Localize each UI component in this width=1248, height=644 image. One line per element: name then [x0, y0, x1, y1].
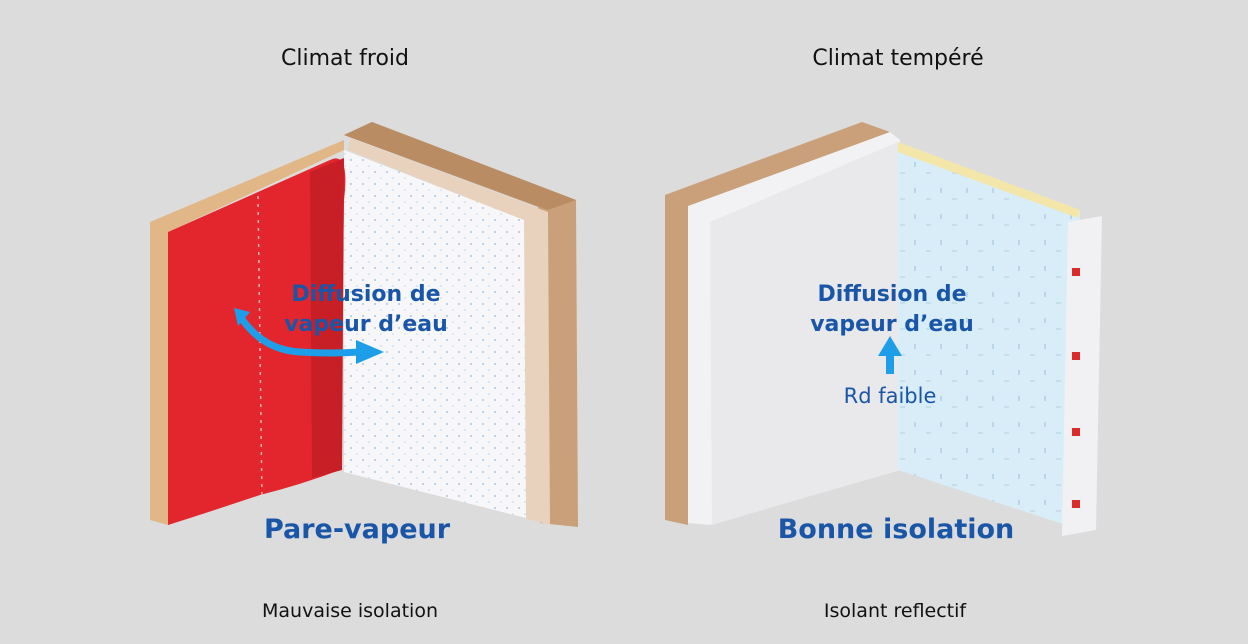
right-panel-title: Climat tempéré: [812, 46, 984, 71]
foil-mark-1: [1072, 268, 1080, 276]
foil-mark-3: [1072, 428, 1080, 436]
left-main-label: Pare-vapeur: [263, 514, 451, 545]
curved-arrow-icon: [237, 314, 361, 357]
left-wood-top-edge: [344, 122, 576, 210]
curved-arrow-tail: [234, 308, 250, 326]
left-caption: Mauvaise isolation: [262, 600, 438, 622]
left-diffusion-line1: Diffusion de: [291, 282, 441, 307]
up-arrow-shaft: [886, 354, 894, 374]
right-caption: Isolant reflectif: [823, 600, 967, 622]
right-white-board-face: [710, 142, 898, 525]
left-mid-layer: [348, 138, 550, 525]
right-insulation-top-glow: [898, 142, 1080, 218]
right-main-label: Bonne isolation: [777, 514, 1015, 545]
left-panel-title: Climat froid: [281, 46, 409, 71]
left-dotted-insulation: [344, 150, 526, 518]
right-diffusion-line1: Diffusion de: [817, 282, 967, 307]
vapour-barrier-shade: [310, 158, 344, 478]
rd-label: Rd faible: [843, 384, 937, 408]
reflective-foil-strip: [1062, 216, 1102, 536]
right-wood-layer: [665, 122, 890, 525]
left-diffusion-line2: vapeur d’eau: [284, 312, 448, 337]
right-insulation-panel: [898, 142, 1080, 527]
vapour-barrier-seam: [257, 195, 263, 501]
up-arrow-icon: [878, 336, 902, 356]
right-diffusion-label: Diffusion de vapeur d’eau: [810, 280, 974, 340]
left-wall-illustration: [150, 122, 578, 527]
vapour-barrier-red: [168, 158, 346, 526]
curved-arrow-head: [356, 340, 384, 364]
right-wall-illustration: [665, 122, 1102, 536]
left-diffusion-label: Diffusion de vapeur d’eau: [284, 280, 448, 340]
foil-mark-2: [1072, 352, 1080, 360]
foil-mark-4: [1072, 500, 1080, 508]
right-diffusion-line2: vapeur d’eau: [810, 312, 974, 337]
left-wood-back-layer: [344, 122, 578, 527]
